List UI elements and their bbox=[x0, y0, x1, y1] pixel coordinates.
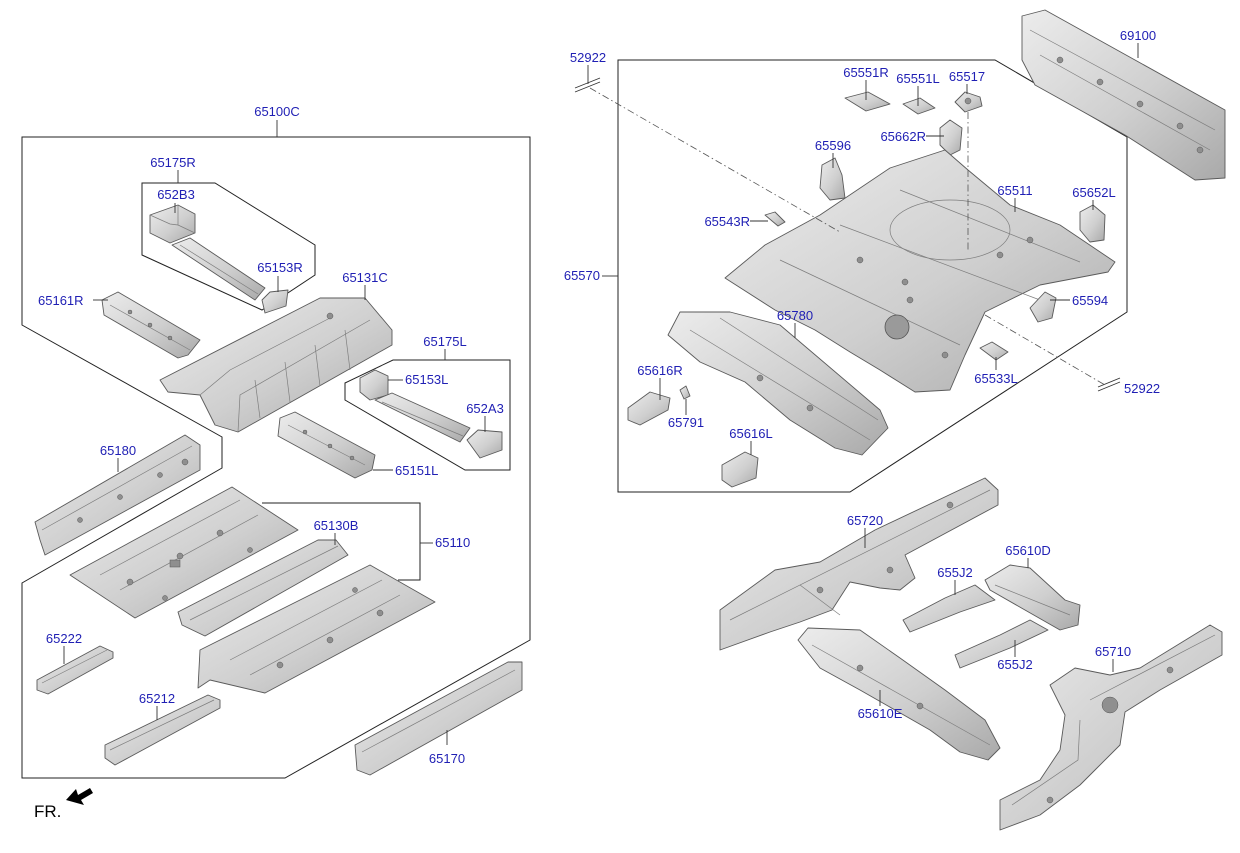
part-65533L[interactable] bbox=[979, 341, 1009, 361]
label-65517[interactable]: 65517 bbox=[949, 69, 985, 84]
label-65662R[interactable]: 65662R bbox=[880, 129, 926, 144]
label-65543R[interactable]: 65543R bbox=[704, 214, 750, 229]
label-65100C[interactable]: 65100C bbox=[254, 104, 300, 119]
part-65151L[interactable] bbox=[277, 411, 376, 479]
part-655J2-lower[interactable] bbox=[954, 619, 1049, 669]
part-65652L[interactable] bbox=[1079, 204, 1106, 243]
label-655J2-upper[interactable]: 655J2 bbox=[937, 565, 972, 580]
label-65791[interactable]: 65791 bbox=[668, 415, 704, 430]
label-65616R[interactable]: 65616R bbox=[637, 363, 683, 378]
label-65153R[interactable]: 65153R bbox=[257, 260, 303, 275]
part-65610D[interactable] bbox=[984, 564, 1081, 631]
part-65170[interactable] bbox=[354, 661, 523, 776]
part-52922-upper[interactable] bbox=[574, 77, 601, 93]
part-65720[interactable] bbox=[719, 477, 999, 651]
label-65652L[interactable]: 65652L bbox=[1072, 185, 1115, 200]
part-65610E[interactable] bbox=[797, 627, 1001, 761]
part-65616L[interactable] bbox=[721, 451, 759, 488]
part-65511[interactable] bbox=[724, 149, 1116, 393]
part-65616R[interactable] bbox=[627, 391, 671, 426]
part-65110-front-floor[interactable] bbox=[69, 486, 299, 619]
label-65130B[interactable]: 65130B bbox=[314, 518, 359, 533]
label-65161R[interactable]: 65161R bbox=[38, 293, 84, 308]
label-655J2-lower[interactable]: 655J2 bbox=[997, 657, 1032, 672]
label-65610D[interactable]: 65610D bbox=[1005, 543, 1051, 558]
label-65720[interactable]: 65720 bbox=[847, 513, 883, 528]
part-65175R-rail[interactable] bbox=[171, 237, 266, 301]
label-65110[interactable]: 65110 bbox=[435, 535, 470, 550]
part-65551R[interactable] bbox=[844, 91, 891, 112]
part-65710[interactable] bbox=[999, 624, 1223, 831]
leader-lines bbox=[63, 43, 1139, 745]
group-frame-65175R bbox=[141, 182, 316, 311]
part-65596[interactable] bbox=[819, 157, 846, 201]
label-65153L[interactable]: 65153L bbox=[405, 372, 448, 387]
label-52922-lower[interactable]: 52922 bbox=[1124, 381, 1160, 396]
part-65222[interactable] bbox=[36, 645, 114, 695]
part-65153R[interactable] bbox=[261, 289, 289, 314]
part-65551L[interactable] bbox=[902, 97, 936, 115]
label-652A3[interactable]: 652A3 bbox=[466, 401, 504, 416]
part-65110-rear-floor[interactable] bbox=[197, 564, 436, 694]
group-frame-65570 bbox=[617, 59, 1128, 493]
label-65551R[interactable]: 65551R bbox=[843, 65, 889, 80]
part-65153L[interactable] bbox=[359, 369, 389, 401]
front-orientation-label: FR. bbox=[34, 802, 61, 821]
part-65594[interactable] bbox=[1029, 291, 1057, 323]
part-65791[interactable] bbox=[679, 385, 691, 400]
label-65551L[interactable]: 65551L bbox=[896, 71, 939, 86]
part-652A3[interactable] bbox=[466, 429, 503, 459]
label-65180[interactable]: 65180 bbox=[100, 443, 136, 458]
label-65594[interactable]: 65594 bbox=[1072, 293, 1108, 308]
part-65131C[interactable] bbox=[159, 297, 393, 433]
label-65175L[interactable]: 65175L bbox=[423, 334, 466, 349]
label-65570[interactable]: 65570 bbox=[564, 268, 600, 283]
part-65175L-rail[interactable] bbox=[374, 392, 471, 443]
front-arrow-icon bbox=[66, 788, 93, 805]
label-65511[interactable]: 65511 bbox=[997, 183, 1032, 198]
label-65170[interactable]: 65170 bbox=[429, 751, 465, 766]
label-65175R[interactable]: 65175R bbox=[150, 155, 196, 170]
part-65180[interactable] bbox=[34, 434, 201, 556]
label-65610E[interactable]: 65610E bbox=[858, 706, 903, 721]
label-65780[interactable]: 65780 bbox=[777, 308, 813, 323]
part-65543R[interactable] bbox=[764, 211, 786, 227]
part-655J2-upper[interactable] bbox=[902, 584, 996, 633]
label-65131C[interactable]: 65131C bbox=[342, 270, 388, 285]
label-52922-upper[interactable]: 52922 bbox=[570, 50, 606, 65]
part-65161R[interactable] bbox=[101, 291, 201, 359]
label-65222[interactable]: 65222 bbox=[46, 631, 82, 646]
label-65616L[interactable]: 65616L bbox=[729, 426, 772, 441]
label-65533L[interactable]: 65533L bbox=[974, 371, 1017, 386]
label-65596[interactable]: 65596 bbox=[815, 138, 851, 153]
label-652B3[interactable]: 652B3 bbox=[157, 187, 195, 202]
part-65517[interactable] bbox=[954, 91, 983, 113]
part-52922-lower[interactable] bbox=[1097, 377, 1121, 392]
part-65212[interactable] bbox=[104, 694, 221, 766]
part-652B3[interactable] bbox=[149, 204, 196, 244]
group-frame-65100C bbox=[21, 136, 531, 779]
part-65780[interactable] bbox=[667, 311, 889, 456]
label-65710[interactable]: 65710 bbox=[1095, 644, 1131, 659]
label-65151L[interactable]: 65151L bbox=[395, 463, 438, 478]
chain-line-52922-upper bbox=[589, 87, 841, 233]
part-65130B[interactable] bbox=[177, 539, 349, 637]
part-69100[interactable] bbox=[1021, 9, 1226, 181]
label-69100[interactable]: 69100 bbox=[1120, 28, 1156, 43]
group-frame-65175L bbox=[344, 359, 511, 471]
chain-line-52922-lower bbox=[984, 314, 1106, 386]
label-65212[interactable]: 65212 bbox=[139, 691, 175, 706]
bracket-65110 bbox=[262, 502, 421, 581]
part-65662R[interactable] bbox=[939, 119, 963, 156]
